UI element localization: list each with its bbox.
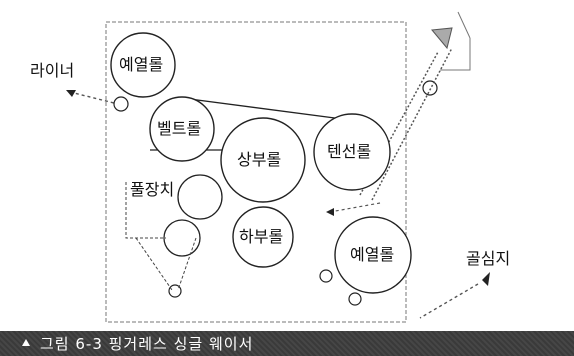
machine-frame <box>105 21 407 323</box>
exit-chute <box>440 11 471 71</box>
guide-roller-liner <box>113 96 129 112</box>
guide-roller-glue <box>168 284 182 298</box>
lower-roll <box>232 206 294 268</box>
glue-device-box <box>125 182 197 291</box>
core-paper-path <box>419 283 479 319</box>
liner-arrow <box>66 90 76 97</box>
figure-caption: 그림 6-3 핑거레스 싱글 웨이서 <box>40 335 254 353</box>
belt-upper <box>181 97 351 121</box>
liner-label: 라이너 <box>30 61 74 80</box>
upper-roll <box>220 117 306 203</box>
lower-roll-label: 하부롤 <box>239 227 283 246</box>
glue-roll-upper <box>177 174 223 220</box>
guide-roller-bottom-1 <box>319 269 333 283</box>
caption-triangle-icon <box>22 339 30 346</box>
belt-roll <box>149 96 215 162</box>
preheat-roll-bottom <box>334 216 412 294</box>
glue-roll-lower <box>163 219 201 257</box>
inner-flow-arrow <box>326 208 334 216</box>
preheat-roll-bottom-label: 예열롤 <box>350 245 394 264</box>
preheat-roll-top <box>110 32 176 98</box>
figure-caption-bar: 그림 6-3 핑거레스 싱글 웨이서 <box>0 331 574 356</box>
belt-roll-label: 벨트롤 <box>157 119 201 138</box>
output-arrow <box>431 27 453 50</box>
liner-path <box>69 91 119 105</box>
core-paper-arrow <box>482 272 490 286</box>
glue-device-label: 풀장치 <box>130 180 174 199</box>
guide-roller-bottom-2 <box>348 292 362 306</box>
output-band <box>359 47 453 201</box>
inner-flow <box>329 202 381 213</box>
tension-roll <box>313 113 391 191</box>
tension-roll-label: 텐선롤 <box>327 142 371 161</box>
preheat-roll-top-label: 예열롤 <box>119 55 163 74</box>
core-paper-label: 골심지 <box>466 249 510 268</box>
upper-roll-label: 상부롤 <box>237 150 281 169</box>
guide-roller-right <box>422 80 438 96</box>
